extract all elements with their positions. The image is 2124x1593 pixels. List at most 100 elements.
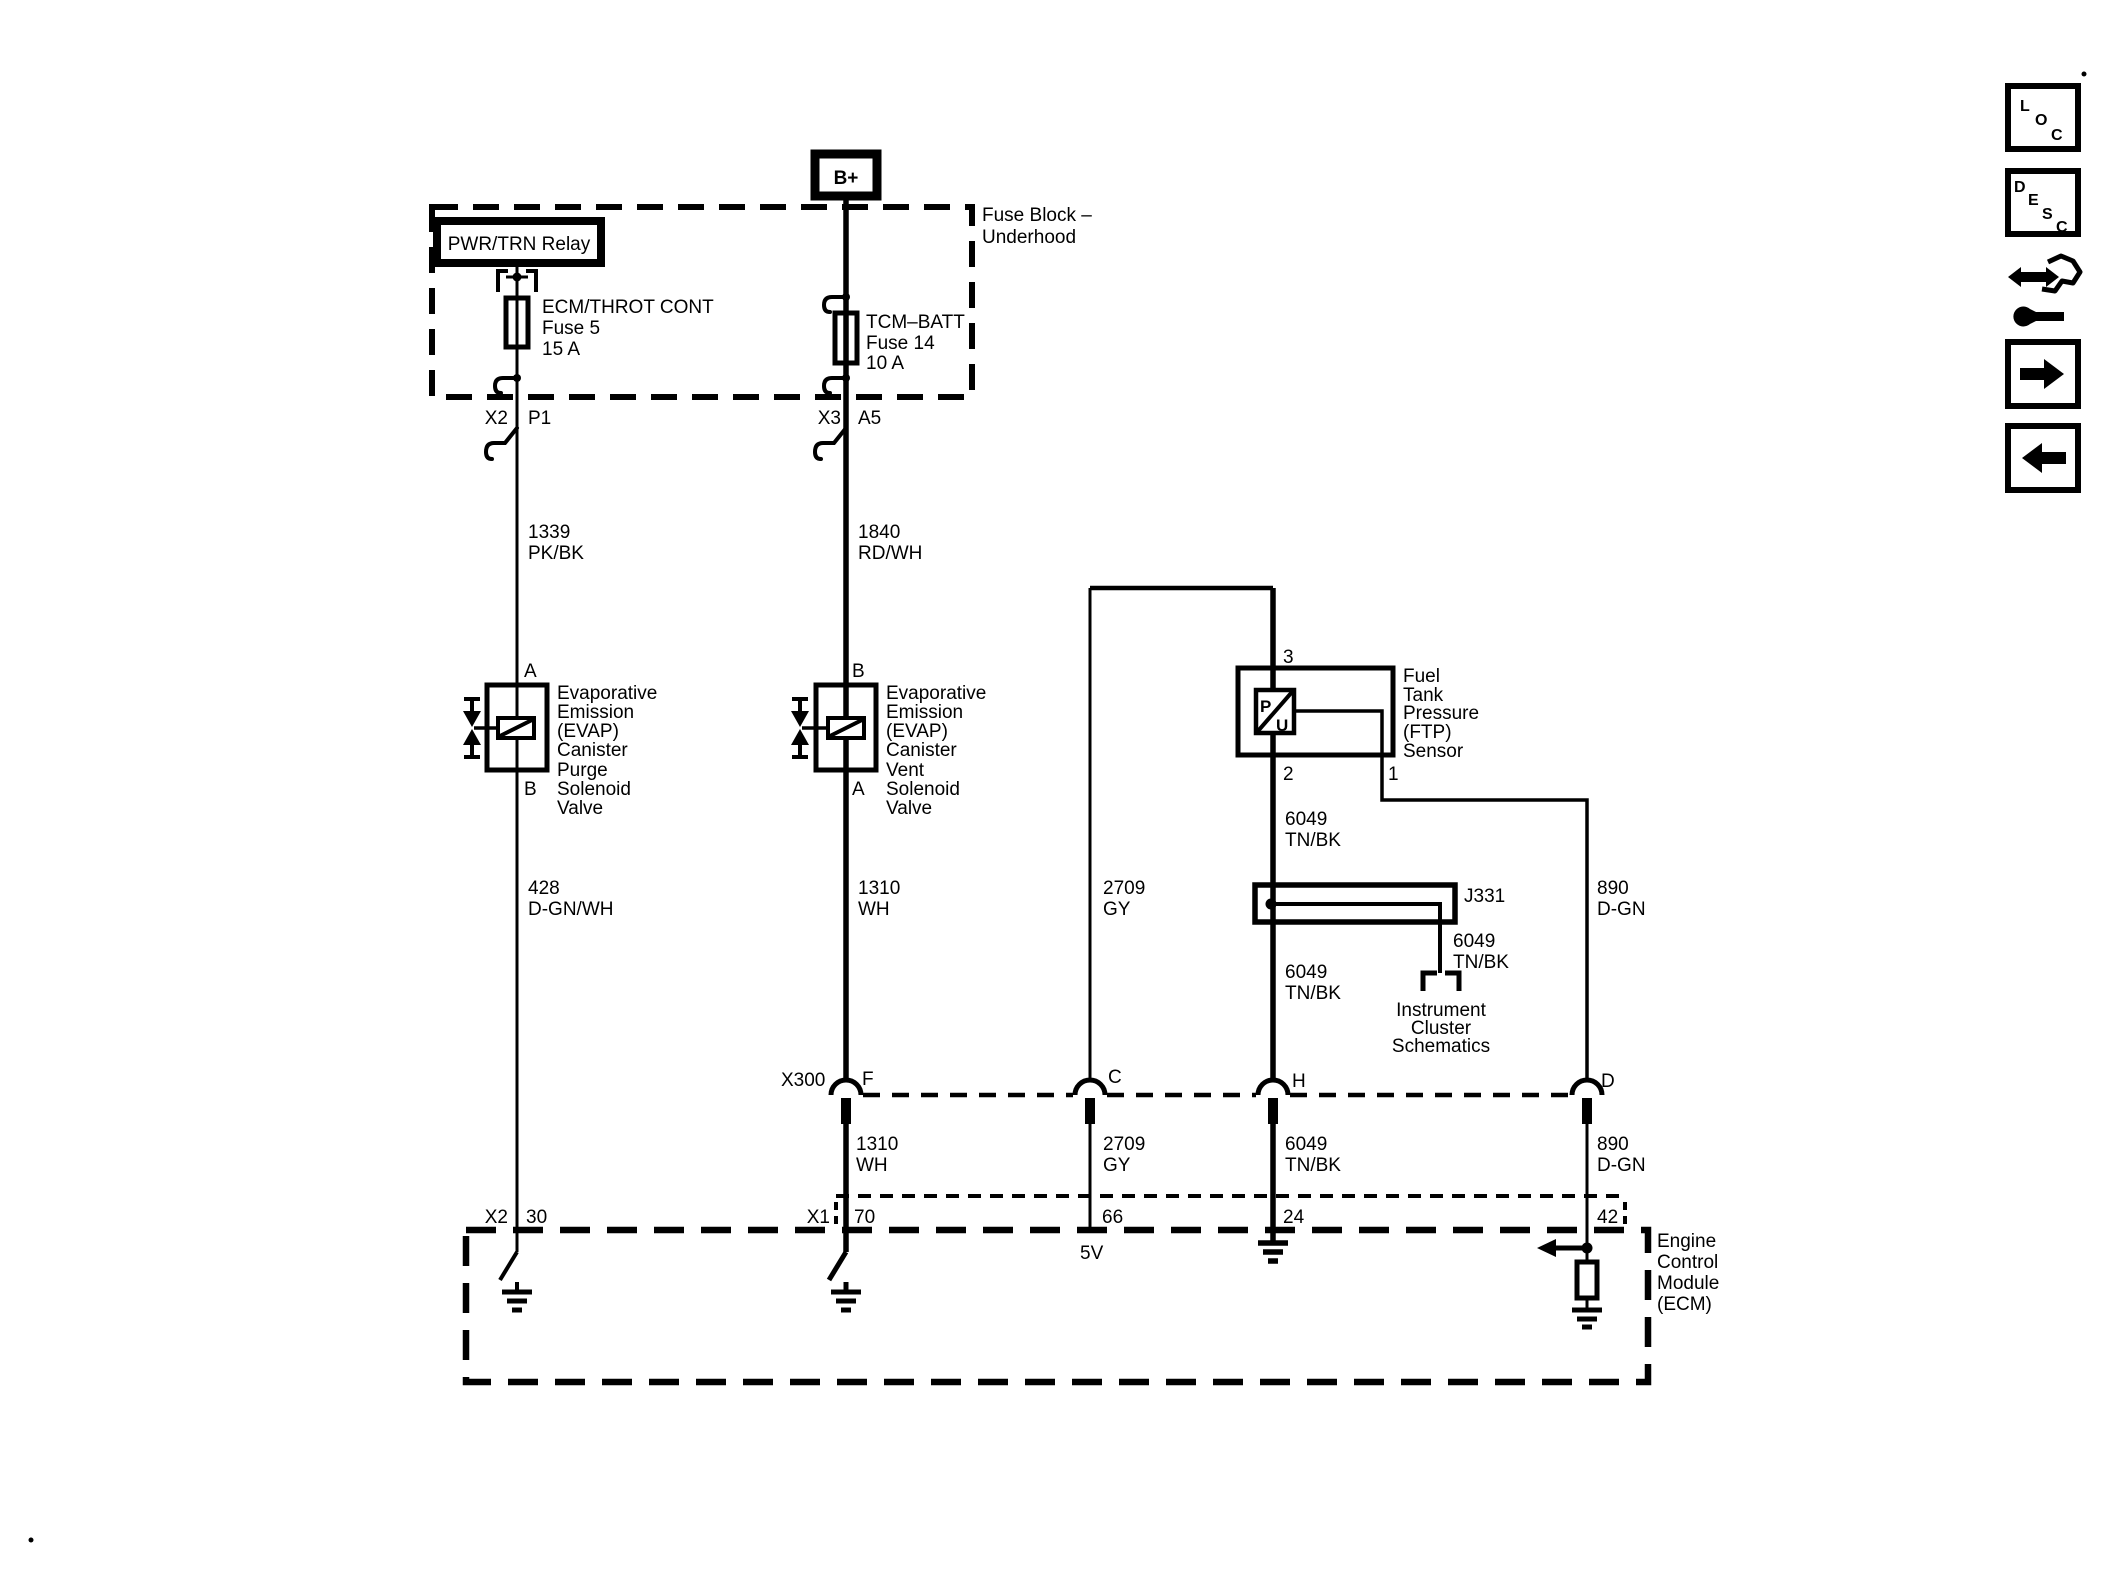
splice-j331: J331 6049 TN/BK <box>1252 882 1509 973</box>
svg-text:(EVAP): (EVAP) <box>886 721 948 742</box>
ecm-caption: Engine Control Module (ECM) <box>1657 1231 1719 1315</box>
resistor-icon <box>1574 1259 1600 1301</box>
svg-text:Instrument: Instrument <box>1396 1000 1486 1021</box>
svg-text:Pressure: Pressure <box>1403 703 1479 724</box>
svg-text:Tank: Tank <box>1403 685 1444 706</box>
splice-label: J331 <box>1464 886 1505 907</box>
svg-text:Vent: Vent <box>886 760 925 781</box>
ground-icon <box>502 1289 532 1313</box>
fuse-block-connectors: X2 P1 X3 A5 <box>483 408 881 461</box>
ecm-pin-24-label: 24 <box>1283 1207 1305 1228</box>
ecm-module: X2 30 X1 70 66 24 42 5V <box>462 1194 1719 1386</box>
fuse-block-outline <box>429 204 975 400</box>
junction-dot <box>842 293 850 301</box>
connector-x3-label: X3 <box>818 408 841 429</box>
x300-pin-arcs <box>828 1077 1605 1096</box>
svg-text:Evaporative: Evaporative <box>557 683 657 704</box>
svg-text:E: E <box>2028 192 2039 209</box>
valve-icon <box>463 697 481 759</box>
svg-text:Schematics: Schematics <box>1392 1036 1490 1057</box>
fuse14-name: TCM–BATT <box>866 312 965 333</box>
ecm-x1-connector-line <box>834 1194 1627 1226</box>
desc-button[interactable]: D E S C <box>2005 168 2081 237</box>
ecm-driver-30 <box>498 1250 532 1313</box>
wire-labels-upper: 1339 PK/BK 1840 RD/WH <box>528 522 922 564</box>
fuse-block: Fuse Block – Underhood B+ PWR/TRN Relay … <box>429 149 1092 461</box>
wire-circuit: 1310 <box>858 878 900 899</box>
wire-890-upper <box>1294 709 1589 1081</box>
vent-valve-caption: Evaporative Emission (EVAP) Canister Ven… <box>886 683 986 819</box>
wire-circuit: 2709 <box>1103 1134 1145 1155</box>
connector-x2-label: X2 <box>485 408 508 429</box>
svg-text:Emission: Emission <box>557 702 634 723</box>
fuse14-id: Fuse 14 <box>866 333 935 354</box>
wire-color: GY <box>1103 899 1131 920</box>
inline-connector-icon <box>483 426 848 461</box>
solenoid-coil-diagonal <box>829 718 863 738</box>
switch-icon <box>498 1250 519 1282</box>
pin-f-label: F <box>862 1069 874 1090</box>
fuse5-symbol <box>503 295 531 350</box>
ecm-pin-42-label: 42 <box>1597 1207 1618 1228</box>
fuse-clip-icon <box>492 376 517 395</box>
forward-button[interactable] <box>2005 339 2081 409</box>
pin-c-label: C <box>1108 1067 1122 1088</box>
fuse14: TCM–BATT Fuse 14 10 A <box>821 293 965 395</box>
svg-text:S: S <box>2042 206 2053 223</box>
wire-circuit: 6049 <box>1453 931 1495 952</box>
navigation-wrench-icon[interactable] <box>2008 253 2083 327</box>
junction-dot <box>512 272 522 282</box>
relay-box <box>433 217 605 267</box>
fuse5-name: ECM/THROT CONT <box>542 297 714 318</box>
ground-icon <box>831 1289 861 1313</box>
ecm-connector-x2-label: X2 <box>485 1207 508 1228</box>
arrow-left-icon <box>2022 443 2066 473</box>
wire-circuit: 890 <box>1597 878 1629 899</box>
fuse-block-title: Fuse Block – <box>982 205 1092 226</box>
loc-button-box[interactable] <box>2005 83 2081 152</box>
battery-label: B+ <box>834 168 859 189</box>
fuse5: ECM/THROT CONT Fuse 5 15 A <box>492 295 714 395</box>
svg-text:Purge: Purge <box>557 760 608 781</box>
valve-icon <box>791 697 809 759</box>
ecm-pin-30-label: 30 <box>526 1207 547 1228</box>
battery-feed: B+ <box>810 149 882 201</box>
splice-box <box>1252 882 1458 925</box>
ecm-connector-x1-label: X1 <box>807 1207 830 1228</box>
junction-dot <box>1265 898 1277 910</box>
desc-button-box[interactable] <box>2005 168 2081 237</box>
wire-color: PK/BK <box>528 543 584 564</box>
pin-a-label: A <box>852 779 865 800</box>
svg-text:Engine: Engine <box>1657 1231 1716 1252</box>
fuse14-rating: 10 A <box>866 353 904 374</box>
loc-button[interactable]: L O C <box>2005 83 2081 152</box>
fuse-block-title-2: Underhood <box>982 227 1076 248</box>
ftp-sensor-box <box>1235 665 1396 758</box>
svg-text:C: C <box>2051 127 2063 144</box>
svg-text:Valve: Valve <box>557 798 603 819</box>
svg-text:Cluster: Cluster <box>1411 1018 1472 1039</box>
wire-color: D-GN <box>1597 899 1646 920</box>
junction-dot <box>1581 1242 1593 1254</box>
transducer-p: P <box>1260 697 1271 716</box>
svg-text:D: D <box>2014 179 2026 196</box>
pin-d-label: D <box>1601 1071 1615 1092</box>
relay-label: PWR/TRN Relay <box>448 234 591 255</box>
wire-color: GY <box>1103 1155 1131 1176</box>
fuse5-id: Fuse 5 <box>542 318 600 339</box>
wire-circuit: 6049 <box>1285 809 1327 830</box>
ecm-driver-70 <box>826 1250 861 1313</box>
wire-circuit: 1339 <box>528 522 570 543</box>
wire-color: WH <box>856 1155 888 1176</box>
pin-a-label: A <box>524 661 537 682</box>
fuse-clip-icon <box>821 295 846 395</box>
transducer-u: U <box>1276 716 1288 735</box>
wire-circuit: 890 <box>1597 1134 1629 1155</box>
ground-icon <box>1572 1307 1602 1330</box>
evap-purge-solenoid: A B Evaporative Emission (EVAP) Canister… <box>463 661 657 819</box>
svg-text:O: O <box>2035 112 2047 129</box>
back-button[interactable] <box>2005 423 2081 493</box>
switch-icon <box>826 1250 849 1282</box>
ecm-ground-24 <box>1258 1240 1288 1264</box>
